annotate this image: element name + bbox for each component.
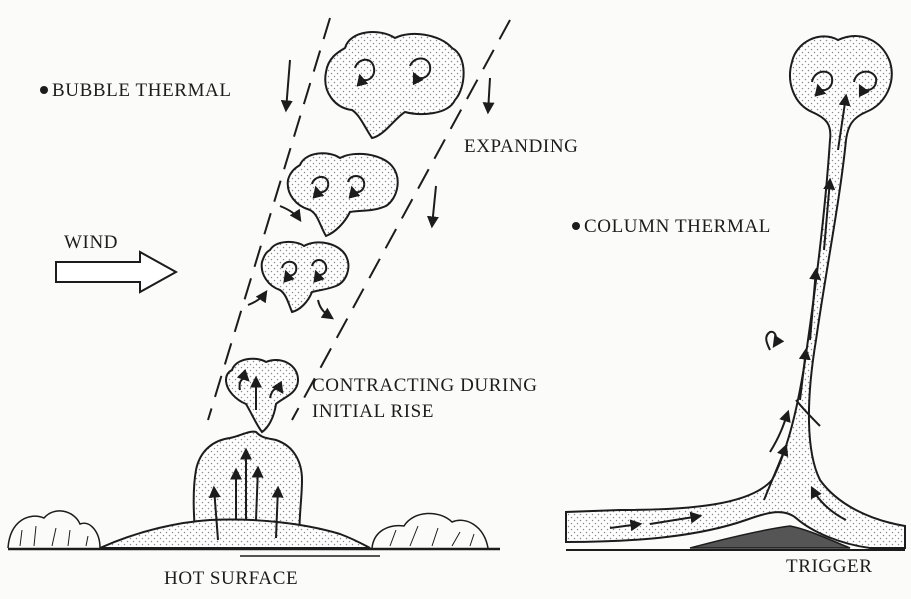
wind-arrow-icon (56, 252, 176, 292)
column-thermal-group (566, 36, 905, 550)
label-wind: WIND (64, 232, 118, 254)
label-hot-surface: HOT SURFACE (164, 568, 298, 590)
bubble-lower (262, 242, 349, 312)
label-bubble-thermal: BUBBLE THERMAL (40, 80, 232, 102)
label-contracting-line1: CONTRACTING DURING (312, 375, 538, 397)
column-thermal-shape (566, 36, 905, 548)
label-trigger: TRIGGER (786, 556, 873, 578)
bubble-middle (288, 153, 398, 236)
label-contracting-line2: INITIAL RISE (312, 401, 434, 423)
bubble-top (325, 32, 463, 138)
ground-mound (100, 520, 370, 548)
envelope-line-left (208, 18, 330, 420)
label-column-thermal: COLUMN THERMAL (572, 216, 771, 238)
rising-plume (226, 359, 298, 432)
bush-left (8, 511, 100, 548)
label-expanding: EXPANDING (464, 136, 578, 158)
